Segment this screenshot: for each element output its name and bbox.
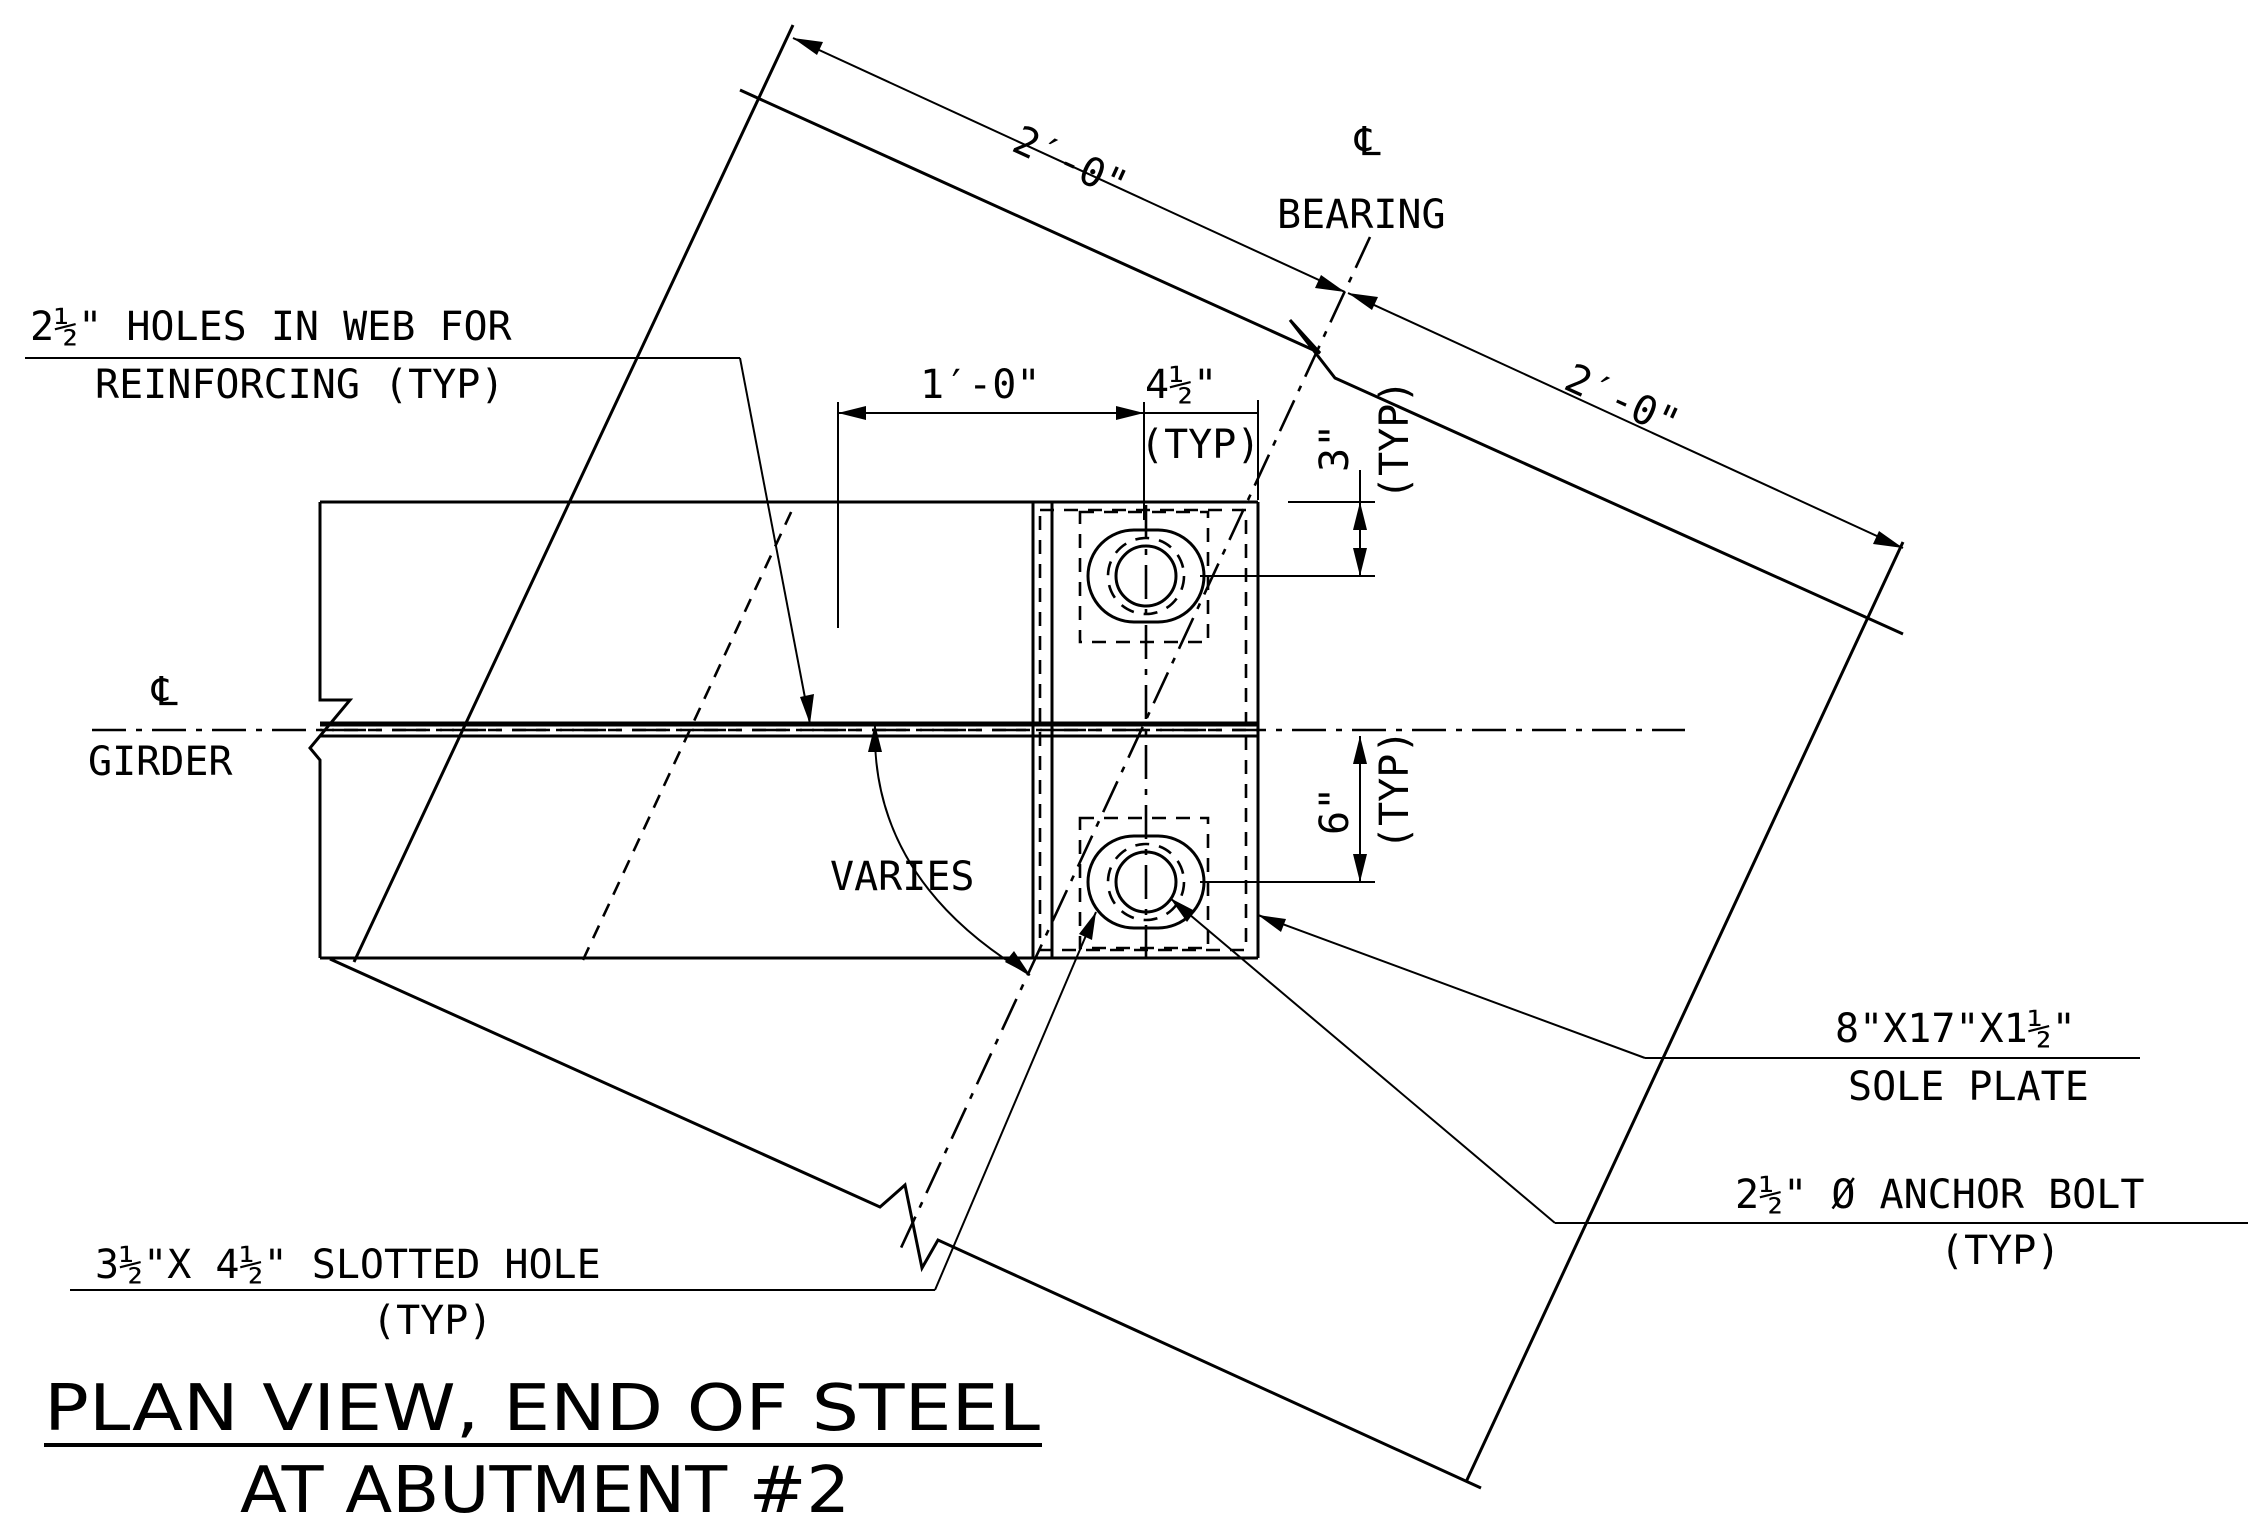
anchor-bolt-label-line1: 2½" Ø ANCHOR BOLT — [1735, 1172, 2144, 1218]
dim-top-edge — [1200, 470, 1375, 577]
bearing-centerline — [898, 236, 1372, 1251]
dim-slab-bottom — [1347, 292, 1904, 549]
dim-bolt-to-bearing — [837, 402, 1145, 628]
sole-plate-label-line1: 8"X17"X1½" — [1835, 1006, 2076, 1052]
slotted-hole-label-line1: 3½"X 4½" SLOTTED HOLE — [95, 1242, 601, 1288]
dim-bolt-to-bearing-label: 1′-0" — [920, 362, 1040, 408]
dim-bolt-offset-label: 4½" — [1145, 362, 1217, 408]
anchor-bolt-label-line2: (TYP) — [1940, 1228, 2060, 1274]
abutment-outline — [329, 24, 1905, 1490]
dim-web-offset-label: 6" — [1312, 787, 1358, 835]
cl-girder-label: GIRDER — [88, 739, 233, 785]
holes-label-line1: 2½" HOLES IN WEB FOR — [30, 304, 513, 350]
dim-web-offset — [1200, 736, 1375, 883]
varies-label: VARIES — [830, 854, 975, 900]
title-line2: AT ABUTMENT #2 — [240, 1454, 850, 1516]
leader-sole-plate — [1257, 914, 2140, 1059]
cl-bearing-label: BEARING — [1277, 192, 1446, 238]
dim-top-edge-typ: (TYP) — [1372, 380, 1418, 500]
title-line1: PLAN VIEW, END OF STEEL — [44, 1372, 1040, 1446]
dim-bolt-offset — [1144, 400, 1259, 500]
dim-top-edge-label: 3" — [1312, 424, 1358, 472]
cl-symbol-girder: ℄ — [151, 669, 178, 715]
dim-slab-top — [792, 37, 1346, 293]
dim-slab-bottom-label: 2′-0" — [1558, 355, 1687, 447]
leader-anchor-bolt — [1169, 897, 2248, 1224]
dim-slab-top-label: 2′-0" — [1006, 117, 1135, 209]
cl-symbol-bearing: ℄ — [1354, 119, 1381, 165]
leader-holes — [25, 357, 814, 725]
sole-plate-label-line2: SOLE PLATE — [1848, 1064, 2089, 1110]
varies-arc — [868, 723, 1031, 976]
slotted-hole-label-line2: (TYP) — [372, 1298, 492, 1344]
dim-web-offset-typ: (TYP) — [1372, 730, 1418, 850]
leader-slotted-hole — [70, 911, 1097, 1291]
dim-bolt-offset-typ: (TYP) — [1140, 422, 1260, 468]
holes-label-line2: REINFORCING (TYP) — [95, 362, 504, 408]
